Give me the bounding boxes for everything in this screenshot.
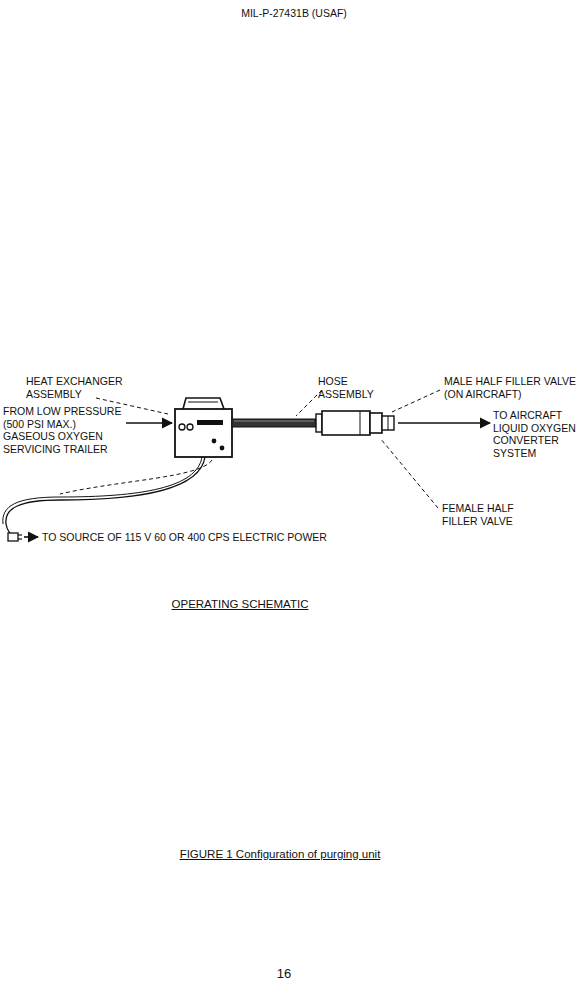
- outlet-arrow: [398, 422, 490, 424]
- part-label: MALE HALF FILLER VALVE (ON AIRCRAFT): [444, 375, 584, 400]
- source-note: FROM LOW PRESSURE (500 PSI MAX.) GASEOUS…: [3, 405, 123, 455]
- power-note: TO SOURCE OF 115 V 60 OR 400 CPS ELECTRI…: [42, 531, 362, 544]
- figure-caption: FIGURE 1 Configuration of purging unit: [120, 848, 440, 861]
- part-label: HEAT EXCHANGER ASSEMBLY: [26, 375, 124, 400]
- power-cord: [6, 457, 205, 536]
- part-label: HOSE ASSEMBLY: [318, 375, 384, 400]
- page-number: 16: [264, 968, 304, 981]
- hose-assembly: [232, 419, 316, 427]
- destination-note: TO AIRCRAFT LIQUID OXYGEN CONVERTER SYST…: [493, 409, 585, 459]
- schematic-title: OPERATING SCHEMATIC: [140, 598, 340, 611]
- heat-exchanger: [175, 398, 232, 457]
- part-label: FEMALE HALF FILLER VALVE: [442, 502, 532, 527]
- document-header: MIL-P-27431B (USAF): [194, 7, 394, 20]
- female-filler-valve: [316, 411, 370, 435]
- inlet-arrow: [126, 422, 172, 424]
- power-plug: [8, 533, 22, 541]
- male-filler-valve: [370, 413, 394, 433]
- power-arrow: [24, 536, 38, 538]
- power-cord: [3, 457, 202, 524]
